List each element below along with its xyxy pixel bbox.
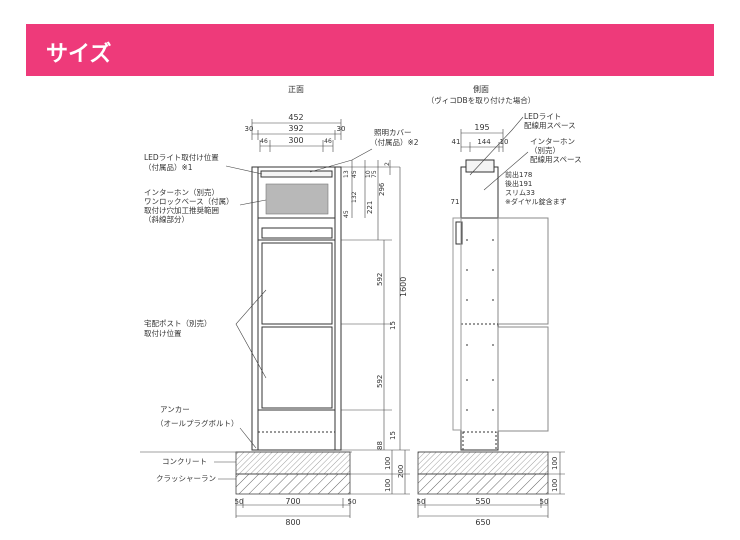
side-dim-bottom-total: 650 [475, 518, 490, 527]
leader-intercom [239, 199, 267, 206]
front-dim-d100a: 100 [384, 457, 392, 470]
label-cover-1: 照明カバー [374, 128, 412, 137]
label-led-2: （付属品）※1 [144, 162, 193, 172]
front-dim-light-width: 300 [288, 136, 303, 145]
label-anchor-1: アンカー [160, 405, 190, 414]
label-intercom-2: ワンロックベース（付属） [144, 196, 234, 206]
page-title: サイズ [46, 42, 112, 67]
front-dim-d1600: 1600 [399, 277, 408, 297]
front-dim-bottom-left: 50 [235, 498, 244, 506]
side-view-subtitle: （ヴィコDBを取り付けた場合） [427, 95, 535, 105]
side-dim-d71: 71 [451, 198, 460, 206]
side-spec-4: ※ダイヤル錠含まず [505, 197, 567, 206]
front-dim-d200: 200 [397, 465, 405, 478]
label-crusher: クラッシャーラン [156, 474, 216, 483]
front-dim-d100b: 100 [384, 479, 392, 492]
leader-anchor [239, 427, 257, 449]
leader-delivery [235, 289, 267, 379]
side-label-intercom-2: （別売） [530, 145, 560, 155]
front-bottom-dimensions [235, 498, 351, 518]
leader-led [225, 165, 263, 175]
side-label-led-1: LEDライト [524, 112, 561, 121]
side-right-dimensions [548, 451, 565, 495]
side-dim-bottom-inner: 550 [475, 497, 490, 506]
side-dim-bottom-right: 50 [540, 498, 549, 506]
side-spec-2: 後出191 [505, 179, 532, 188]
side-dim-d100b: 100 [551, 479, 559, 492]
label-delivery-1: 宅配ポスト（別売） [144, 318, 212, 328]
side-spec-1: 前出178 [505, 170, 532, 179]
front-dim-d13: 13 [343, 170, 350, 178]
front-dim-d592a: 592 [376, 273, 384, 286]
side-dim-bottom-left: 50 [417, 498, 426, 506]
side-dim-d41: 41 [452, 138, 461, 146]
side-panel-dots [466, 239, 494, 411]
front-foundation [140, 451, 352, 495]
front-dim-total-width: 452 [288, 113, 303, 122]
front-dim-d15a: 15 [389, 321, 397, 330]
front-dim-d75: 75 [371, 170, 378, 178]
front-dim-light-left: 46 [260, 138, 268, 145]
side-post-body [452, 159, 549, 451]
front-dim-d132: 132 [351, 191, 358, 203]
front-dim-d45a: 45 [351, 170, 358, 178]
label-cover-2: （付属品）※2 [370, 137, 419, 147]
side-label-intercom-3: 配線用スペース [530, 154, 582, 164]
side-top-dimensions [460, 129, 504, 152]
side-dim-d10: 10 [500, 138, 509, 146]
front-dim-bottom-right: 50 [348, 498, 357, 506]
side-foundation [417, 451, 549, 495]
front-dim-d15b: 15 [389, 431, 397, 440]
front-right-dimensions [341, 160, 410, 495]
side-dim-total: 195 [474, 123, 489, 132]
side-dim-d100a: 100 [551, 457, 559, 470]
label-led-1: LEDライト取付け位置 [144, 152, 219, 162]
front-intercom-mount-area [265, 183, 329, 215]
front-dim-side-left: 30 [245, 125, 254, 133]
front-dim-d45b: 45 [343, 210, 350, 218]
front-dim-d88: 88 [376, 441, 384, 450]
front-dim-d296: 296 [378, 182, 386, 196]
side-bottom-dimensions [417, 498, 549, 518]
front-dim-d10: 10 [365, 170, 372, 178]
front-dim-d221: 221 [366, 201, 374, 214]
label-concrete: コンクリート [162, 457, 207, 466]
side-view-title: 側面 [473, 84, 489, 94]
front-top-dimensions [251, 119, 342, 152]
front-dim-bottom-inner: 700 [285, 497, 300, 506]
side-label-intercom-1: インターホン [530, 137, 575, 146]
front-dim-light-right: 46 [324, 138, 332, 145]
label-intercom-3: 取付け穴加工推奨範囲 [144, 205, 219, 215]
front-dim-bottom-total: 800 [285, 518, 300, 527]
side-spec-3: スリム33 [505, 189, 535, 197]
side-label-led-2: 配線用スペース [524, 120, 576, 130]
leader-cover [309, 148, 373, 173]
side-dim-d144: 144 [477, 138, 491, 146]
front-dim-d592b: 592 [376, 375, 384, 388]
label-intercom-4: （斜線部分） [144, 214, 189, 224]
front-post-body [251, 166, 342, 451]
front-dim-d2: 2 [384, 162, 391, 166]
label-intercom-1: インターホン（別売） [144, 187, 219, 197]
side-leader-led [469, 116, 524, 176]
label-delivery-2: 取付け位置 [144, 328, 182, 338]
header-banner: サイズ [26, 24, 714, 76]
side-leader-intercom [483, 151, 529, 191]
front-view-title: 正面 [288, 85, 304, 94]
front-dim-side-right: 30 [337, 125, 346, 133]
label-anchor-2: （オールプラグボルト） [156, 418, 239, 428]
front-dim-inner-width: 392 [288, 124, 303, 133]
